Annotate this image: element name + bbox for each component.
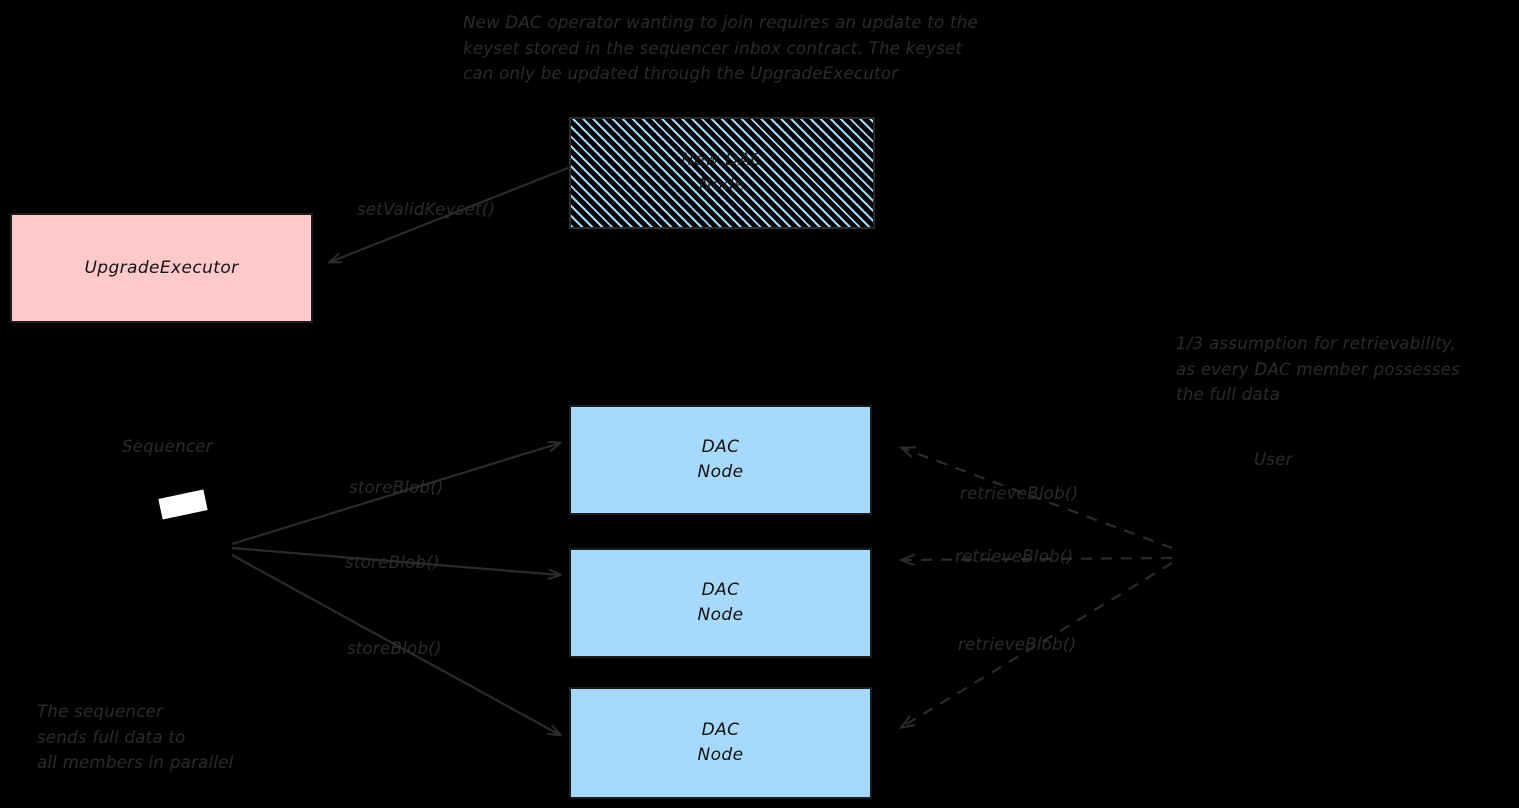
annotation-retrievability-note: 1/3 assumption for retrievability, as ev… [1176,334,1461,404]
edge-label-set-valid-keyset: setValidKeyset() [357,200,496,219]
edge-label-store-blob-3: storeBlob() [347,639,442,658]
node-dac-node-1-label: DAC Node [697,437,744,482]
node-new-dac-node[interactable]: New DAC Node [569,117,875,229]
actor-label-sequencer: Sequencer [122,437,213,456]
edge-label-retrieve-blob-3: retrieveBlob() [958,635,1077,654]
node-upgrade-executor-label: UpgradeExecutor [84,257,239,278]
node-new-dac-node-label: New DAC Node [681,150,763,195]
node-dac-node-3-label: DAC Node [697,720,744,765]
node-upgrade-executor[interactable]: UpgradeExecutor [10,213,313,323]
node-dac-node-2[interactable]: DAC Node [569,548,872,658]
node-dac-node-3[interactable]: DAC Node [569,687,872,799]
edge-label-store-blob-2: storeBlob() [345,553,440,572]
edge-store-blob-1 [231,443,560,546]
edge-set-valid-keyset [330,166,569,262]
edge-label-retrieve-blob-1: retrieveBlob() [960,484,1079,503]
edge-retrieve-blob-3 [902,562,1173,727]
edge-retrieve-blob-2 [902,558,1173,560]
edge-label-store-blob-1: storeBlob() [349,478,444,497]
annotation-keyset-note: New DAC operator wanting to join require… [463,13,978,83]
node-dac-node-1[interactable]: DAC Node [569,405,872,515]
edge-store-blob-3 [231,554,560,735]
actor-label-user: User [1254,450,1293,469]
edge-retrieve-blob-1 [902,448,1173,550]
annotation-parallel-note: The sequencer sends full data to all mem… [37,702,234,772]
node-dac-node-2-label: DAC Node [697,580,744,625]
edge-label-retrieve-blob-2: retrieveBlob() [955,547,1074,566]
edge-store-blob-2 [231,546,560,575]
